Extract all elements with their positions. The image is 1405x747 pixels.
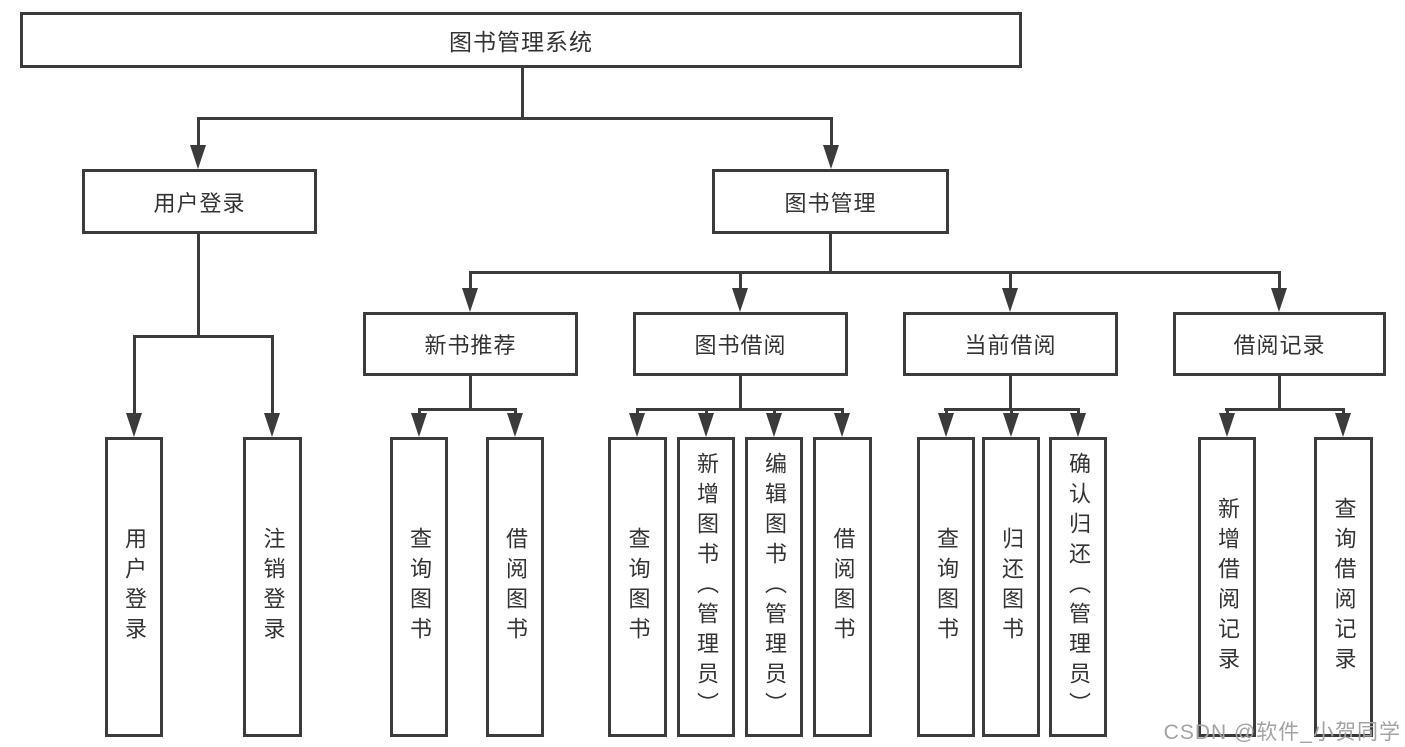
arrow-down-icon bbox=[629, 408, 645, 437]
leaf-return-books: 归还图书 bbox=[982, 437, 1040, 737]
leaf-label: 借阅图书 bbox=[503, 527, 528, 647]
leaf-label: 新增借阅记录 bbox=[1215, 497, 1240, 677]
leaf-label: 借阅图书 bbox=[830, 527, 856, 647]
connector-line bbox=[133, 335, 274, 338]
arrow-down-icon bbox=[1271, 271, 1287, 312]
arrow-down-icon bbox=[938, 408, 954, 437]
connector-line bbox=[197, 233, 200, 335]
arrow-down-icon bbox=[126, 335, 142, 437]
arrow-down-icon bbox=[264, 335, 280, 437]
connector-line bbox=[418, 408, 517, 411]
node-current-borrowing: 当前借阅 bbox=[903, 312, 1118, 376]
arrow-down-icon bbox=[1335, 408, 1351, 437]
node-borrowing-records: 借阅记录 bbox=[1173, 312, 1386, 376]
arrow-down-icon bbox=[698, 408, 714, 437]
arrow-down-icon bbox=[834, 408, 850, 437]
arrow-down-icon bbox=[1219, 408, 1235, 437]
arrow-down-icon bbox=[411, 408, 427, 437]
node-book-management: 图书管理 bbox=[712, 169, 949, 234]
leaf-label: 新增图书（管理员） bbox=[694, 452, 719, 722]
node-book-borrowing: 图书借阅 bbox=[633, 312, 848, 376]
leaf-query-books-current: 查询图书 bbox=[917, 437, 975, 737]
arrow-down-icon bbox=[1070, 408, 1086, 437]
leaf-add-books-admin: 新增图书（管理员） bbox=[677, 437, 735, 737]
leaf-user-login: 用户登录 bbox=[105, 437, 163, 737]
connector-line bbox=[829, 233, 832, 271]
node-label: 借阅记录 bbox=[1233, 333, 1326, 358]
leaf-label: 查询图书 bbox=[934, 527, 959, 647]
node-library-management-system: 图书管理系统 bbox=[20, 12, 1022, 68]
leaf-label: 用户登录 bbox=[122, 527, 147, 647]
connector-line bbox=[636, 408, 844, 411]
node-label: 图书借阅 bbox=[694, 333, 787, 358]
arrow-down-icon bbox=[732, 271, 748, 312]
leaf-logout: 注销登录 bbox=[243, 437, 302, 737]
leaf-label: 编辑图书（管理员） bbox=[762, 452, 787, 722]
connector-line bbox=[521, 66, 524, 117]
leaf-label: 查询图书 bbox=[625, 527, 651, 647]
leaf-label: 查询借阅记录 bbox=[1331, 497, 1357, 677]
connector-line bbox=[197, 117, 833, 120]
leaf-query-borrow-record: 查询借阅记录 bbox=[1314, 437, 1373, 737]
leaf-edit-books-admin: 编辑图书（管理员） bbox=[745, 437, 803, 737]
arrow-down-icon bbox=[1003, 408, 1019, 437]
connector-line bbox=[1225, 408, 1344, 411]
node-user-login: 用户登录 bbox=[82, 169, 317, 234]
arrow-down-icon bbox=[823, 117, 839, 169]
leaf-query-books-borrowing: 查询图书 bbox=[608, 437, 667, 737]
leaf-query-books-recommend: 查询图书 bbox=[390, 437, 448, 737]
node-label: 当前借阅 bbox=[964, 333, 1057, 358]
connector-line bbox=[469, 271, 1281, 274]
leaf-label: 查询图书 bbox=[407, 527, 432, 647]
leaf-borrow-books: 借阅图书 bbox=[813, 437, 872, 737]
leaf-label: 注销登录 bbox=[260, 527, 286, 647]
leaf-label: 归还图书 bbox=[999, 527, 1024, 647]
node-new-book-recommend: 新书推荐 bbox=[363, 312, 578, 376]
node-label: 图书管理 bbox=[784, 190, 877, 216]
leaf-borrow-books-recommend: 借阅图书 bbox=[486, 437, 544, 737]
connector-line bbox=[739, 375, 742, 408]
arrow-down-icon bbox=[190, 117, 206, 169]
leaf-label: 确认归还（管理员） bbox=[1066, 452, 1091, 722]
node-label: 图书管理系统 bbox=[449, 29, 593, 55]
connector-line bbox=[1009, 375, 1012, 408]
node-label: 用户登录 bbox=[153, 190, 246, 216]
watermark: CSDN @软件_小贺同学 bbox=[1163, 721, 1401, 744]
node-label: 新书推荐 bbox=[424, 333, 517, 358]
leaf-confirm-return-admin: 确认归还（管理员） bbox=[1049, 437, 1107, 737]
leaf-add-borrow-record: 新增借阅记录 bbox=[1198, 437, 1256, 737]
arrow-down-icon bbox=[1002, 271, 1018, 312]
arrow-down-icon bbox=[766, 408, 782, 437]
arrow-down-icon bbox=[507, 408, 523, 437]
connector-line bbox=[1278, 375, 1281, 408]
arrow-down-icon bbox=[462, 271, 478, 312]
connector-line bbox=[469, 375, 472, 408]
